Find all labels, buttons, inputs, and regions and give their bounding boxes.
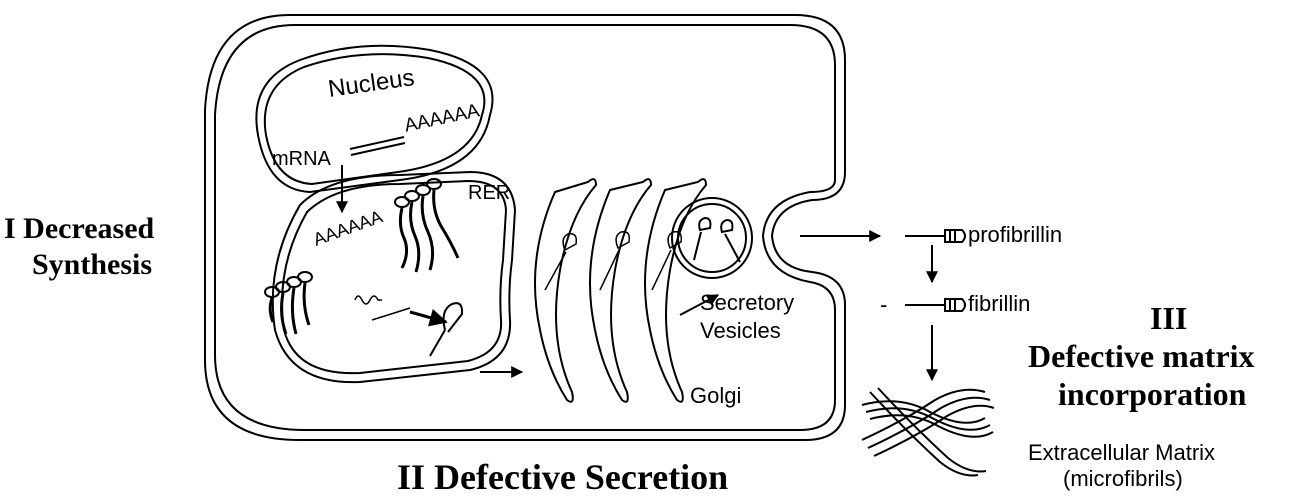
fibrillin-label: fibrillin (968, 291, 1030, 317)
nascent-chain (355, 296, 410, 320)
profibrillin-label: profibrillin (968, 222, 1062, 248)
secretory-label-2: Vesicles (700, 318, 781, 344)
flow-arrows (342, 165, 932, 380)
stage1-heading-line2: Synthesis (32, 248, 152, 282)
ecm-label-2: (microfibrils) (1063, 466, 1183, 492)
stage3-heading-line3: incorporation (1058, 376, 1246, 413)
fibrillin-glyph (905, 299, 965, 311)
stage1-heading-line1: I Decreased (4, 212, 154, 246)
golgi-label: Golgi (690, 383, 741, 409)
ribosome-cluster-left (265, 272, 312, 334)
ribosome-cluster-top (395, 179, 458, 272)
stage3-heading-line1: III (1150, 300, 1187, 337)
rer-label: RER (468, 182, 510, 205)
dash-mark: - (880, 292, 887, 318)
profibrillin-glyph (905, 230, 965, 242)
folded-fibrillin-er (430, 303, 462, 356)
stage2-heading: II Defective Secretion (397, 456, 728, 498)
mrna-label: mRNA (272, 148, 331, 171)
secretory-vesicle (672, 198, 752, 278)
cell-membrane (205, 15, 845, 440)
stage3-heading-line2: Defective matrix (1028, 338, 1255, 375)
ecm-label-1: Extracellular Matrix (1028, 440, 1215, 466)
microfibril-meshwork (862, 388, 994, 475)
arrow-folding (410, 312, 446, 322)
secretory-label-1: Secretory (700, 290, 794, 316)
mrna-strand (350, 137, 405, 155)
